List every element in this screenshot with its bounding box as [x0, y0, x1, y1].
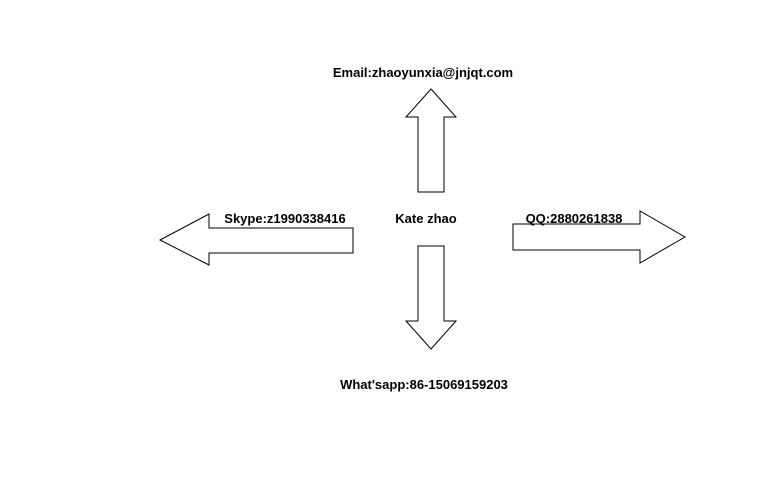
arrow-up: [404, 88, 458, 193]
center-name-label: Kate zhao: [395, 211, 456, 226]
arrow-left: [158, 213, 354, 266]
email-label: Email:zhaoyunxia@jnjqt.com: [333, 65, 513, 80]
whatsapp-label: What'sapp:86-15069159203: [340, 377, 508, 392]
skype-label: Skype:z1990338416: [224, 211, 345, 226]
arrow-right: [512, 210, 686, 264]
arrow-down: [404, 245, 458, 350]
qq-label: QQ:2880261838: [526, 211, 623, 226]
